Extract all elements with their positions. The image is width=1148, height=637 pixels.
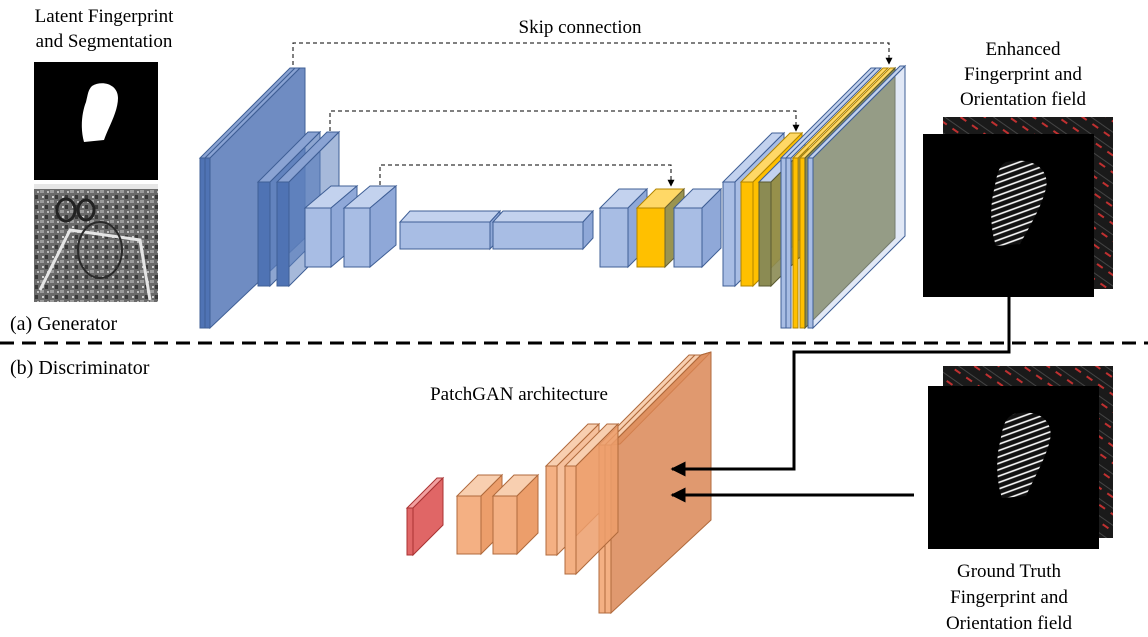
generator-network [198, 64, 907, 330]
patchgan-label: PatchGAN architecture [430, 384, 608, 405]
skip-connections [292, 42, 893, 187]
disc-block-small [455, 473, 540, 556]
gt-fingerprint-image [928, 386, 1099, 549]
data-flow-arrows [670, 297, 1011, 503]
decoder-block-1 [598, 187, 723, 269]
generator-label: (a) Generator [10, 313, 117, 335]
skip-connection-outer [292, 42, 893, 65]
encoder-block-2 [256, 130, 341, 288]
discriminator-label: (b) Discriminator [10, 357, 150, 379]
output-title-line1: Enhanced [986, 39, 1061, 60]
gt-title-line3: Orientation field [946, 613, 1073, 634]
skip-connection-label: Skip connection [519, 17, 642, 38]
output-title-line2: Fingerprint and [964, 64, 1082, 85]
skip-connection-inner [379, 164, 675, 187]
bottleneck-block [398, 209, 595, 251]
segmentation-mask-image [34, 62, 158, 180]
discriminator-network [405, 351, 712, 615]
disc-block-medium [544, 422, 620, 576]
skip-connection-middle [329, 110, 800, 132]
input-title-line2: and Segmentation [36, 31, 173, 52]
encoder-block-3 [303, 184, 398, 269]
enhanced-to-discriminator-arrow [670, 297, 1011, 477]
gt-title-line1: Ground Truth [957, 561, 1061, 582]
gt-title-line2: Fingerprint and [950, 587, 1068, 608]
latent-fingerprint-image [34, 184, 158, 302]
decoder-block-2 [721, 131, 810, 288]
disc-output-patch [405, 476, 445, 557]
decoder-block-3 [779, 64, 907, 330]
enhanced-fingerprint-image [923, 134, 1094, 297]
output-title-line3: Orientation field [960, 89, 1087, 110]
input-title-line1: Latent Fingerprint [35, 6, 174, 27]
